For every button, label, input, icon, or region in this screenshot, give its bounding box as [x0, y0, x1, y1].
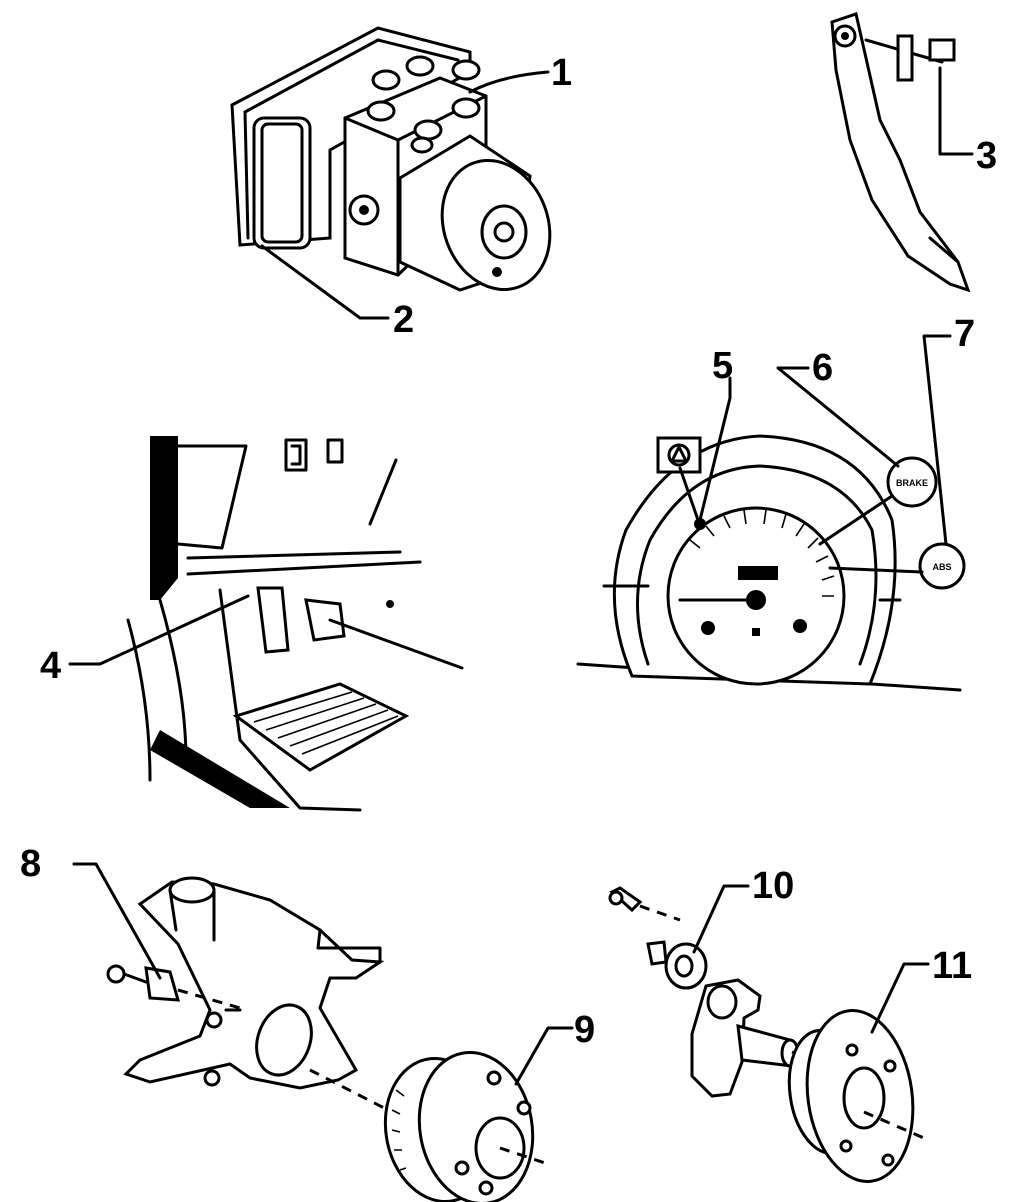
rear-wheel-speed-sensor [646, 940, 708, 990]
brake-light-switch [864, 34, 956, 82]
callout-6: 6 [776, 347, 900, 468]
brake-warning-lamp: BRAKE [886, 456, 938, 508]
brake-pedal [830, 12, 971, 293]
callout-2: 2 [260, 244, 414, 341]
driver-footwell [126, 436, 464, 812]
warning-triangle-icon [656, 436, 702, 474]
svg-text:7: 7 [954, 313, 975, 355]
callout-9: 9 [514, 1009, 595, 1086]
svg-text:9: 9 [574, 1009, 595, 1051]
svg-text:1: 1 [551, 52, 572, 94]
front-wheel-hub [383, 1051, 549, 1202]
floor-mat [232, 682, 410, 772]
svg-text:BRAKE: BRAKE [896, 478, 928, 488]
callout-4: 4 [40, 594, 250, 687]
brake-line-ports [366, 55, 481, 154]
steering-knuckle [123, 876, 385, 1090]
callout-3: 3 [938, 66, 997, 177]
svg-text:2: 2 [393, 299, 414, 341]
callout-8: 8 [20, 843, 162, 980]
instrument-cluster: BRAKE ABS [576, 434, 966, 692]
abs-hydraulic-unit [230, 26, 552, 292]
svg-text:6: 6 [812, 347, 833, 389]
speedometer [666, 506, 846, 686]
callout-11: 11 [870, 945, 972, 1034]
callout-5: 5 [698, 345, 733, 522]
svg-text:8: 8 [20, 843, 41, 885]
svg-text:10: 10 [752, 865, 794, 907]
svg-text:ABS: ABS [932, 562, 951, 572]
callout-7: 7 [922, 313, 975, 546]
rear-stub-axle [690, 978, 800, 1098]
wheel-speed-sensor [106, 964, 241, 1010]
rear-wheel-hub [787, 1009, 925, 1183]
callout-1: 1 [468, 52, 572, 94]
svg-text:4: 4 [40, 645, 61, 687]
callout-10: 10 [692, 865, 794, 954]
front-wheel-hub-assembly [106, 876, 549, 1202]
abs-warning-lamp: ABS [918, 542, 966, 590]
svg-text:5: 5 [712, 345, 733, 387]
svg-text:11: 11 [932, 945, 972, 987]
rear-wheel-hub-assembly [608, 886, 925, 1183]
svg-text:3: 3 [976, 135, 997, 177]
rear-sensor-bolt [608, 886, 643, 913]
